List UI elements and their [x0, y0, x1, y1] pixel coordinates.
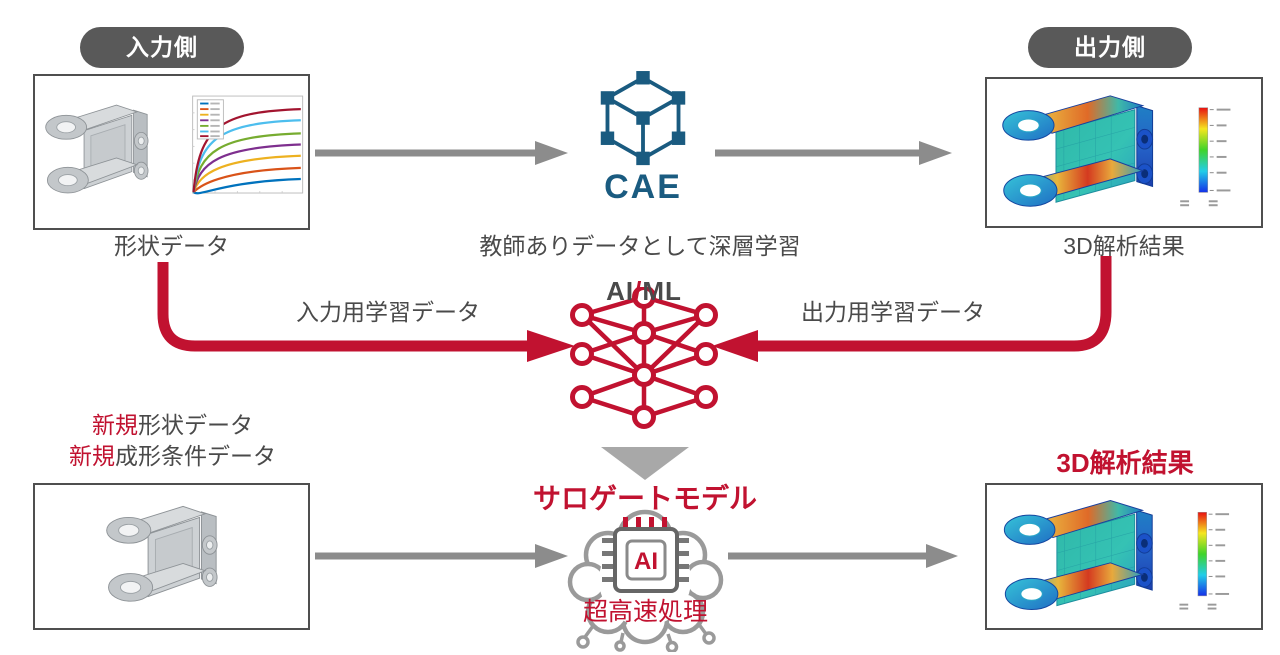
predicted-analysis-image [985, 483, 1263, 630]
new-shape-image [33, 483, 310, 630]
ai-chip-cloud-icon: AI [567, 509, 724, 652]
output-training-flow-arrow [712, 256, 1112, 362]
surrogate-model-title: サロゲートモデル [532, 483, 757, 514]
arrow-input-to-cae-icon [315, 141, 568, 165]
output-result-label: 3D解析結果 [1063, 233, 1185, 259]
cad-part-gray-icon [45, 104, 149, 194]
predicted-result-label: 3D解析結果 [1056, 448, 1194, 478]
new-data-line1: 新規形状データ [92, 412, 253, 438]
input-training-flow-arrow [157, 262, 575, 362]
material-curves-chart [192, 95, 304, 195]
new-data-line2: 新規成形条件データ [69, 443, 276, 469]
chip-ai-label: AI [634, 548, 658, 575]
input-training-label: 入力用学習データ [296, 299, 480, 325]
input-data-label: 形状データ [114, 233, 229, 259]
output-analysis-image [985, 77, 1263, 228]
aiml-ml: ML [642, 276, 682, 306]
arrow-new-to-surrogate-icon [315, 544, 568, 568]
arrow-cae-to-output-icon [715, 141, 952, 165]
aiml-ai: AI [606, 276, 635, 306]
output-training-label: 出力用学習データ [801, 299, 985, 325]
output-side-badge: 出力側 [1028, 27, 1192, 68]
fea-result-icon [1003, 500, 1230, 611]
new-highlight-1: 新規 [92, 412, 138, 438]
arrow-down-icon [601, 447, 689, 480]
new-highlight-2: 新規 [69, 443, 115, 469]
new-data-label: 新規形状データ 新規成形条件データ [40, 410, 305, 472]
cae-title: CAE [604, 168, 682, 206]
neural-network-icon [570, 287, 718, 429]
cad-part-gray-icon [105, 505, 218, 602]
cae-cube-icon [600, 71, 686, 166]
input-side-badge: 入力側 [80, 27, 244, 68]
fea-result-icon [1002, 95, 1231, 207]
input-data-image [33, 74, 310, 230]
aiml-label: AI/ML [563, 276, 725, 307]
supervised-learning-caption: 教師ありデータとして深層学習 [479, 233, 801, 259]
high-speed-label: 超高速処理 [582, 598, 708, 626]
aiml-slash: / [634, 276, 643, 306]
arrow-surrogate-to-result-icon [728, 544, 958, 568]
